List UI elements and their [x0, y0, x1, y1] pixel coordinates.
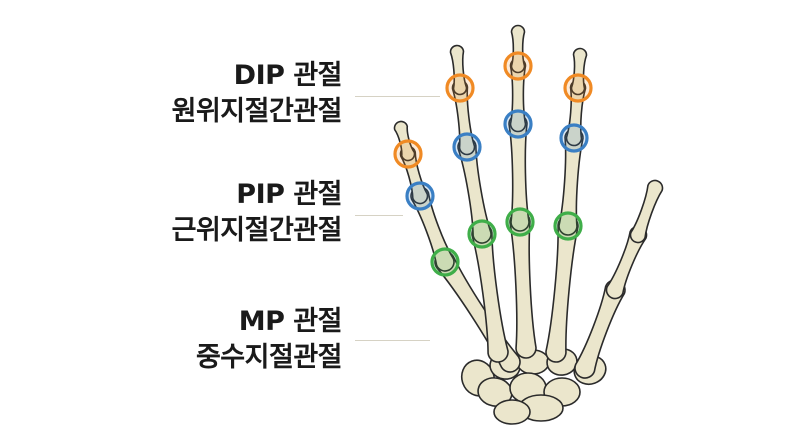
dip-joint-marker [393, 139, 423, 169]
thumb-distal-phalanx [629, 179, 664, 244]
pip-joint-label: PIP 관절 근위지절간관절 [171, 177, 343, 249]
mp-joint-marker [430, 247, 460, 277]
pip-joint-marker [559, 123, 589, 153]
pip-joint-marker [452, 132, 482, 162]
index-proximal-phalanx [457, 137, 492, 244]
middle-metacarpal [509, 211, 537, 359]
index-metacarpal [471, 223, 509, 363]
dip-joint-marker [503, 51, 533, 81]
mp-joint-label: MP 관절 중수지절관절 [195, 304, 343, 376]
middle-distal-phalanx [510, 24, 526, 74]
pip-joint-abbr: PIP 관절 [236, 179, 342, 210]
ring-distal-phalanx [570, 47, 588, 96]
joint-markers [393, 51, 593, 277]
mp-joint-marker [467, 219, 497, 249]
index-distal-phalanx [449, 44, 468, 96]
middle-proximal-phalanx [508, 114, 530, 232]
thumb-proximal-phalanx [605, 225, 648, 300]
dip-joint-abbr: DIP 관절 [233, 60, 343, 91]
mp-joint-full-name: 중수지절관절 [195, 342, 343, 373]
dip-leader-line [355, 96, 440, 97]
hand-bones [393, 24, 664, 425]
index-middle-phalanx [451, 79, 476, 156]
pip-joint-full-name: 근위지절간관절 [171, 215, 343, 246]
thumb-metacarpal [574, 279, 626, 379]
pip-joint-marker [405, 181, 435, 211]
mp-joint-abbr: MP 관절 [238, 306, 343, 337]
pip-leader-line [355, 215, 403, 216]
carpal-bone [493, 399, 531, 425]
dip-joint-full-name: 원위지절간관절 [171, 96, 343, 127]
middle-middle-phalanx [509, 57, 527, 133]
mp-joint-marker [505, 207, 535, 237]
dip-joint-marker [563, 73, 593, 103]
ring-metacarpal [545, 215, 579, 363]
mp-joint-marker [553, 211, 583, 241]
ring-proximal-phalanx [558, 128, 584, 236]
dip-joint-label: DIP 관절 원위지절간관절 [171, 58, 343, 130]
mp-leader-line [355, 340, 430, 341]
dip-joint-marker [445, 73, 475, 103]
ring-middle-phalanx [565, 79, 587, 147]
pip-joint-marker [503, 109, 533, 139]
